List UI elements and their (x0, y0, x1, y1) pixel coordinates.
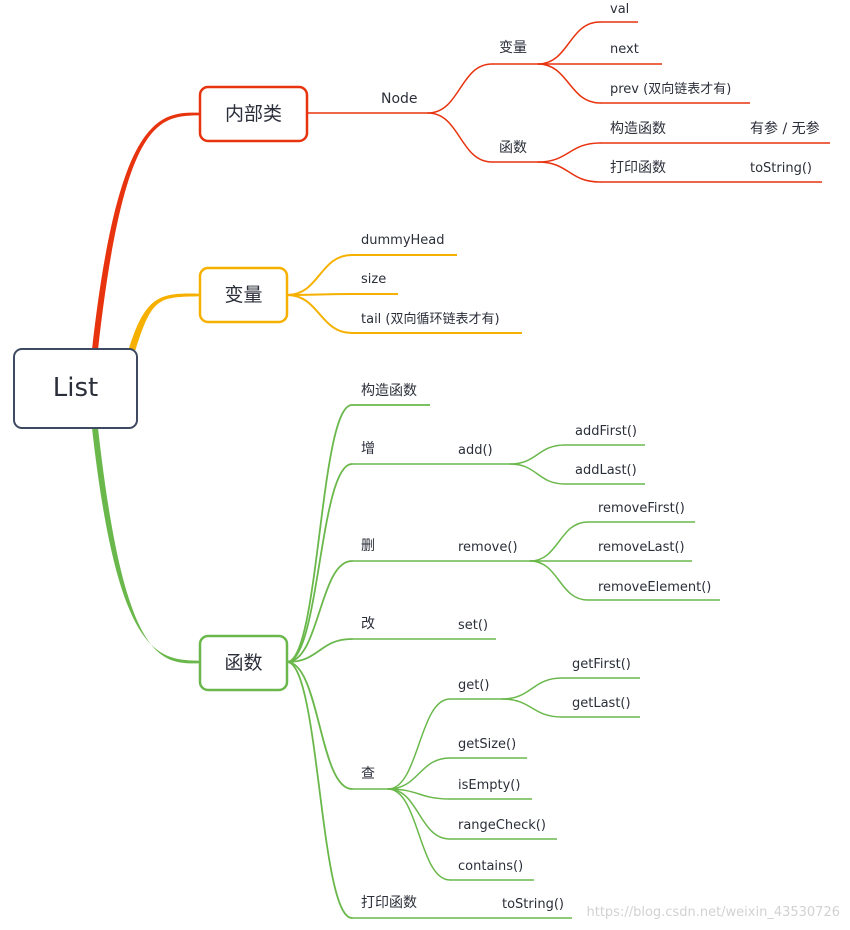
connector-curve (387, 757, 451, 790)
var-size[interactable]: size (361, 272, 386, 287)
func-get-last[interactable]: getLast() (572, 696, 631, 711)
node-functions[interactable]: 函数 (198, 634, 289, 692)
connector-curve (427, 63, 493, 114)
node-variables[interactable]: 变量 (198, 266, 289, 324)
root-node[interactable]: List (13, 348, 138, 429)
node-vars-label[interactable]: 变量 (499, 40, 527, 56)
connector-curve (286, 404, 353, 663)
func-range-check[interactable]: rangeCheck() (458, 818, 546, 833)
connector-curve (501, 698, 563, 718)
node-constructor[interactable]: 构造函数 (610, 121, 666, 137)
connector-curve (387, 788, 451, 800)
connector-curve (537, 63, 601, 104)
func-add-first[interactable]: addFirst() (575, 424, 637, 439)
func-set[interactable]: set() (458, 618, 488, 633)
variables-box (198, 266, 289, 324)
node-printer-detail[interactable]: toString() (750, 161, 812, 176)
node-constructor-detail[interactable]: 有参 / 无参 (750, 120, 820, 137)
node-printer[interactable]: 打印函数 (610, 159, 666, 176)
main-branch (92, 112, 200, 350)
connector-lines (92, 21, 830, 919)
func-print[interactable]: toString() (502, 897, 564, 912)
inner-class-box (198, 85, 309, 143)
connector-curve (286, 294, 353, 334)
inner-class-label: 内部类 (225, 103, 282, 125)
connector-curve (387, 788, 451, 840)
node-var-val[interactable]: val (610, 2, 629, 17)
func-constructor[interactable]: 构造函数 (361, 383, 417, 399)
connector-curve (286, 661, 353, 790)
func-get-size[interactable]: getSize() (458, 737, 516, 752)
func-set-label[interactable]: 改 (361, 616, 375, 632)
node-var-next[interactable]: next (610, 42, 639, 57)
func-remove-element[interactable]: removeElement() (598, 580, 711, 595)
connector-curve (537, 21, 601, 65)
connector-curve (286, 560, 353, 663)
func-get[interactable]: get() (458, 678, 490, 693)
func-contains[interactable]: contains() (458, 859, 523, 874)
var-tail[interactable]: tail (双向循环链表才有) (361, 311, 500, 327)
func-add-label[interactable]: 增 (361, 441, 375, 457)
functions-label: 函数 (224, 652, 262, 674)
connector-curve (529, 521, 589, 562)
main-branch (92, 428, 200, 664)
func-add[interactable]: add() (458, 443, 493, 458)
connector-curve (286, 293, 353, 296)
connector-curve (529, 560, 589, 601)
connector-curve (427, 112, 493, 163)
node-funcs-label[interactable]: 函数 (499, 140, 527, 156)
variables-label: 变量 (224, 284, 262, 306)
connector-curve (537, 142, 601, 163)
func-get-first[interactable]: getFirst() (572, 657, 631, 672)
connector-curve (286, 254, 353, 296)
func-print-label[interactable]: 打印函数 (361, 894, 417, 911)
func-query-label[interactable]: 查 (361, 766, 375, 782)
connector-curve (537, 161, 601, 183)
functions-box (198, 634, 289, 692)
var-dummy-head[interactable]: dummyHead (361, 233, 445, 248)
func-is-empty[interactable]: isEmpty() (458, 778, 520, 793)
func-remove-last[interactable]: removeLast() (598, 540, 685, 555)
watermark: https://blog.csdn.net/weixin_43530726 (586, 905, 840, 920)
node-class-label[interactable]: Node (381, 91, 418, 107)
main-branch (128, 293, 200, 350)
connector-curve (387, 788, 451, 881)
node-var-prev[interactable]: prev (双向链表才有) (610, 81, 731, 97)
connector-curve (286, 661, 353, 919)
connector-curve (286, 463, 353, 663)
func-remove[interactable]: remove() (458, 540, 518, 555)
func-remove-label[interactable]: 删 (361, 538, 375, 554)
connector-curve (286, 638, 353, 663)
connector-curve (501, 677, 563, 700)
root-label: List (53, 373, 98, 403)
connector-curve (387, 698, 451, 790)
func-add-last[interactable]: addLast() (575, 463, 637, 478)
node-inner-class[interactable]: 内部类 (198, 85, 309, 143)
func-remove-first[interactable]: removeFirst() (598, 501, 685, 516)
root-node-box (13, 348, 138, 429)
connector-curve (509, 444, 566, 465)
connector-curve (509, 463, 566, 485)
